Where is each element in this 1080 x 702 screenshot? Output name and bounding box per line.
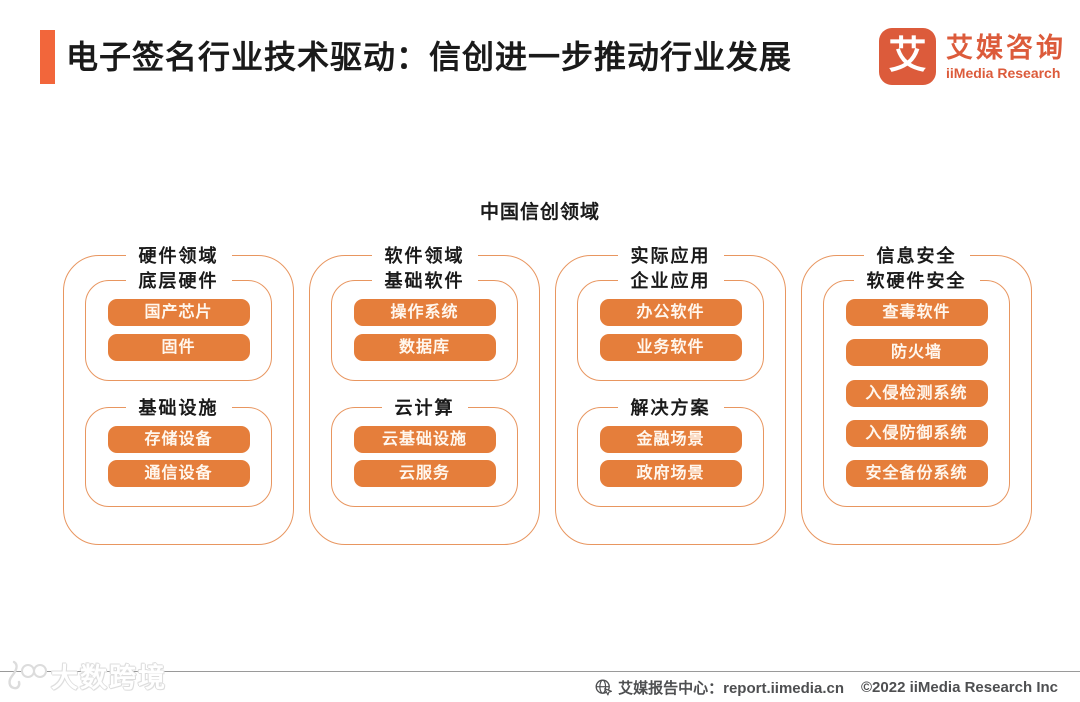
domain-title: 硬件领域 <box>125 245 232 267</box>
group-box: 底层硬件国产芯片固件 <box>85 270 272 381</box>
item-list: 国产芯片固件 <box>100 299 257 361</box>
brand-name-en: iiMedia Research <box>946 64 1061 81</box>
group-list: 企业应用办公软件业务软件解决方案金融场景政府场景 <box>577 270 764 507</box>
watermark-logo-icon <box>8 660 47 689</box>
globe-icon <box>595 679 613 696</box>
group-title: 底层硬件 <box>125 270 232 292</box>
item-pill: 安全备份系统 <box>845 460 988 487</box>
domain-box: 软件领域基础软件操作系统数据库云计算云基础设施云服务 <box>309 245 540 545</box>
item-pill: 政府场景 <box>599 460 742 487</box>
item-pill: 数据库 <box>353 333 496 361</box>
column-2: 软件领域基础软件操作系统数据库云计算云基础设施云服务 <box>309 244 540 545</box>
iimedia-logo-icon: 艾 <box>879 28 936 85</box>
group-box: 软硬件安全查毒软件防火墙入侵检测系统入侵防御系统安全备份系统 <box>823 270 1010 507</box>
footer-divider <box>0 671 1080 672</box>
item-pill: 操作系统 <box>353 299 496 326</box>
item-pill: 国产芯片 <box>107 299 250 326</box>
page-title: 电子签名行业技术驱动：信创进一步推动行业发展 <box>66 39 793 75</box>
item-pill: 固件 <box>107 333 250 361</box>
group-title: 软硬件安全 <box>853 270 980 292</box>
item-pill: 查毒软件 <box>845 299 988 326</box>
watermark: 大数跨境 <box>4 656 167 695</box>
column-1: 硬件领域底层硬件国产芯片固件基础设施存储设备通信设备 <box>63 244 294 545</box>
title-accent-bar <box>40 30 55 84</box>
column-4: 信息安全软硬件安全查毒软件防火墙入侵检测系统入侵防御系统安全备份系统 <box>801 244 1032 545</box>
group-title: 基础设施 <box>125 396 232 419</box>
column-3: 实际应用企业应用办公软件业务软件解决方案金融场景政府场景 <box>555 244 786 545</box>
group-list: 基础软件操作系统数据库云计算云基础设施云服务 <box>331 270 518 507</box>
group-box: 云计算云基础设施云服务 <box>331 396 518 507</box>
group-box: 基础软件操作系统数据库 <box>331 270 518 381</box>
brand-name-cn: 艾媒咨询 <box>946 32 1066 63</box>
columns: 硬件领域底层硬件国产芯片固件基础设施存储设备通信设备软件领域基础软件操作系统数据… <box>63 244 1032 545</box>
diagram-heading: 中国信创领域 <box>479 202 600 223</box>
item-pill: 云基础设施 <box>353 425 496 453</box>
item-list: 查毒软件防火墙入侵检测系统入侵防御系统安全备份系统 <box>838 299 995 487</box>
item-pill: 金融场景 <box>599 425 742 453</box>
watermark-text: 大数跨境 <box>51 663 167 693</box>
item-pill: 通信设备 <box>107 460 250 487</box>
footer-source: 艾媒报告中心：report.iimedia.cn <box>618 680 844 697</box>
group-title: 云计算 <box>381 396 468 419</box>
item-pill: 业务软件 <box>599 333 742 361</box>
group-title: 企业应用 <box>617 270 724 292</box>
group-box: 企业应用办公软件业务软件 <box>577 270 764 381</box>
group-box: 基础设施存储设备通信设备 <box>85 396 272 507</box>
group-list: 软硬件安全查毒软件防火墙入侵检测系统入侵防御系统安全备份系统 <box>823 270 1010 507</box>
item-pill: 防火墙 <box>845 339 988 367</box>
iimedia-logo-text: 艾媒咨询 iiMedia Research <box>946 32 1066 82</box>
group-title: 解决方案 <box>617 396 724 419</box>
domain-title: 实际应用 <box>617 245 724 267</box>
item-list: 金融场景政府场景 <box>592 425 749 487</box>
item-pill: 存储设备 <box>107 425 250 453</box>
domain-title: 软件领域 <box>371 245 478 267</box>
item-pill: 云服务 <box>353 460 496 487</box>
footer-copyright: ©2022 iiMedia Research Inc <box>861 679 1058 696</box>
domain-box: 实际应用企业应用办公软件业务软件解决方案金融场景政府场景 <box>555 245 786 545</box>
group-title: 基础软件 <box>371 270 478 292</box>
item-list: 存储设备通信设备 <box>100 425 257 487</box>
item-list: 办公软件业务软件 <box>592 299 749 361</box>
item-list: 操作系统数据库 <box>346 299 503 361</box>
domain-title: 信息安全 <box>863 245 970 267</box>
domain-box: 硬件领域底层硬件国产芯片固件基础设施存储设备通信设备 <box>63 245 294 545</box>
item-list: 云基础设施云服务 <box>346 425 503 487</box>
item-pill: 办公软件 <box>599 299 742 326</box>
item-pill: 入侵防御系统 <box>845 419 988 447</box>
item-pill: 入侵检测系统 <box>845 379 988 407</box>
group-list: 底层硬件国产芯片固件基础设施存储设备通信设备 <box>85 270 272 507</box>
group-box: 解决方案金融场景政府场景 <box>577 396 764 507</box>
iimedia-logo: 艾 艾媒咨询 iiMedia Research <box>879 28 1066 85</box>
domain-box: 信息安全软硬件安全查毒软件防火墙入侵检测系统入侵防御系统安全备份系统 <box>801 245 1032 545</box>
footer: 艾媒报告中心：report.iimedia.cn ©2022 iiMedia R… <box>594 677 1058 698</box>
